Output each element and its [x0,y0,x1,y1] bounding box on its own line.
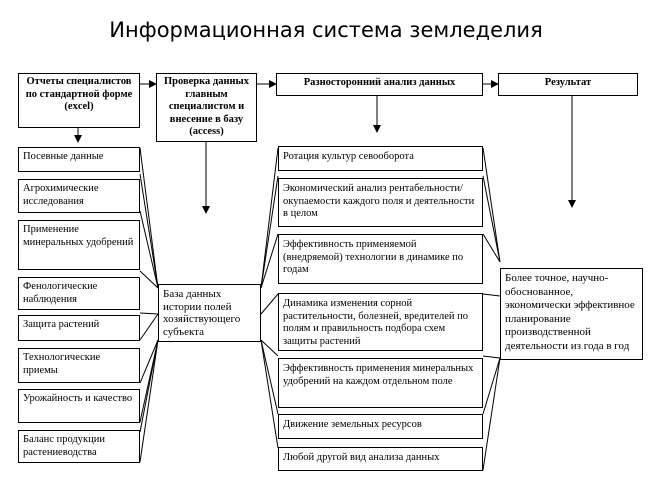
analysis-box-economic: Экономический анализ рентабельности/окуп… [278,178,483,227]
input-box-crop-balance: Баланс продукции растениеводства [18,430,140,463]
database-box: База данных истории полей хозяйствующего… [158,284,261,342]
reports-header: Отчеты специалистов по стандартной форме… [18,73,140,128]
analysis-box-fertilizer-efficiency: Эффективность применения минеральных удо… [278,358,483,408]
analysis-box-other: Любой другой вид анализа данных [278,447,483,471]
check-header: Проверка данных главным специалистом и в… [156,73,257,142]
analysis-box-technology-efficiency: Эффективность применяемой (внедряемой) т… [278,234,483,284]
result-header: Результат [498,73,638,96]
analysis-header: Разносторонний анализ данных [276,73,483,96]
input-box-sowing-data: Посевные данные [18,147,140,172]
input-box-technological-methods: Технологические приемы [18,348,140,383]
analysis-box-land-resources: Движение земельных ресурсов [278,414,483,439]
result-box: Более точное, научно-обоснованное, эконо… [500,268,643,360]
input-box-mineral-fertilizers: Применение минеральных удобрений [18,220,140,270]
analysis-box-crop-rotation: Ротация культур севооборота [278,146,483,171]
input-box-phenological-observations: Фенологические наблюдения [18,277,140,310]
input-box-agrochemical-research: Агрохимические исследования [18,179,140,213]
input-box-yield-quality: Урожайность и качество [18,389,140,423]
analysis-box-weeds-dynamics: Динамика изменения сорной растительности… [278,293,483,351]
input-box-plant-protection: Защита растений [18,315,140,341]
page-title: Информационная система земледелия [109,18,543,42]
